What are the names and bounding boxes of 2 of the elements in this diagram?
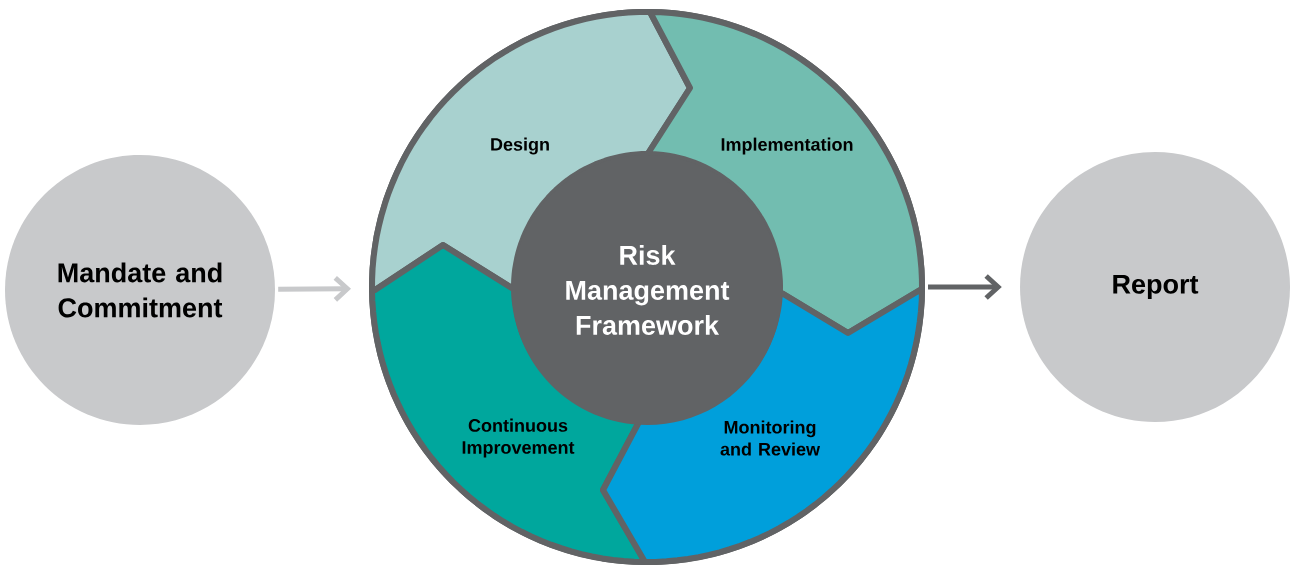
arrow [928,274,1002,300]
arrow [278,276,352,302]
